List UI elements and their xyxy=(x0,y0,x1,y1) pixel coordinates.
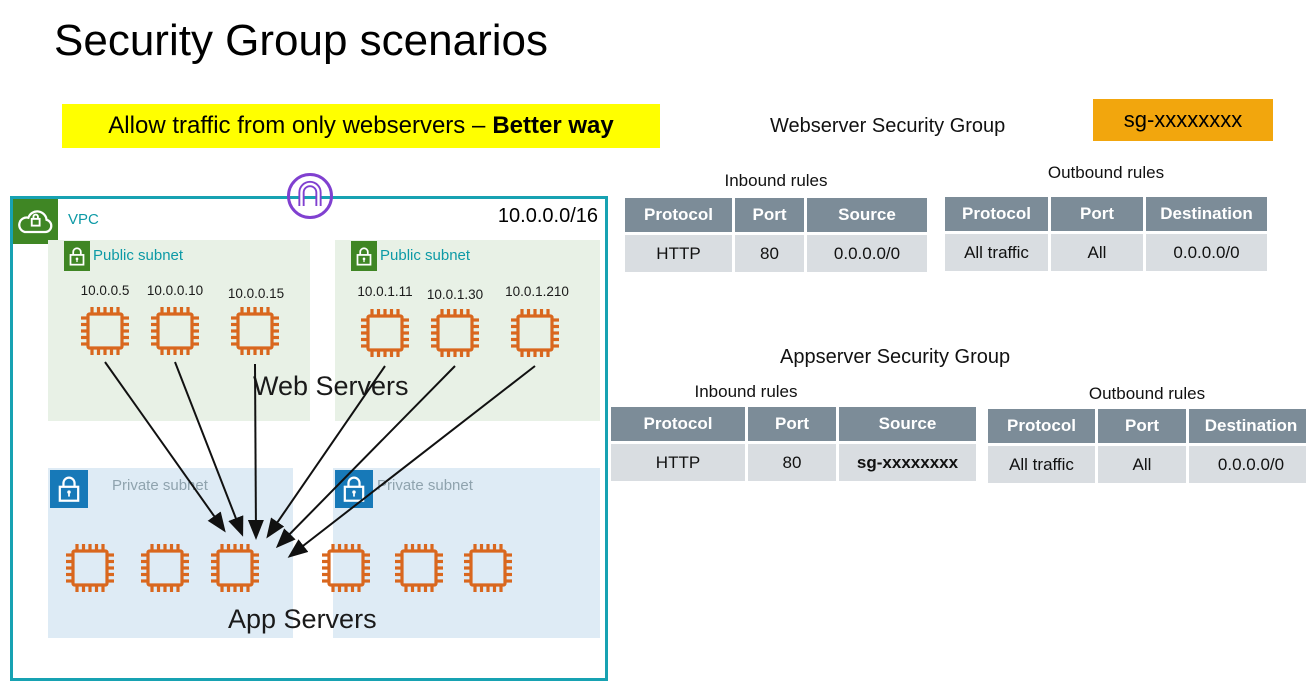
public-subnet-lock-icon xyxy=(64,241,90,271)
private-subnet-lock-icon xyxy=(50,470,88,508)
cell-port: 80 xyxy=(748,444,836,481)
public-subnet-lock-icon xyxy=(351,241,377,271)
private-subnet-2-label: Private subnet xyxy=(377,477,473,494)
appserver-inbound-label: Inbound rules xyxy=(694,382,798,401)
vpc-label: VPC xyxy=(68,211,99,228)
public-subnet-2-label: Public subnet xyxy=(380,247,471,264)
cell-protocol: All traffic xyxy=(945,234,1048,271)
cell-destination: 0.0.0.0/0 xyxy=(1146,234,1267,271)
cell-port: All xyxy=(1098,446,1186,483)
public-subnet-1-label: Public subnet xyxy=(93,247,184,264)
banner-bold-text: Better way xyxy=(492,112,614,139)
table-row: HTTP 80 0.0.0.0/0 xyxy=(625,235,927,272)
cell-port: All xyxy=(1051,234,1143,271)
private-subnet-1-label: Private subnet xyxy=(112,477,208,494)
vpc-cidr: 10.0.0.0/16 xyxy=(497,205,598,227)
highlight-banner: Allow traffic from only webservers – Bet… xyxy=(62,104,660,148)
column-header: Source xyxy=(839,407,976,441)
cell-source: sg-xxxxxxxx xyxy=(839,444,976,481)
cell-protocol: HTTP xyxy=(611,444,745,481)
column-header: Protocol xyxy=(988,409,1095,443)
column-header: Port xyxy=(748,407,836,441)
page-title: Security Group scenarios xyxy=(54,16,548,65)
private-subnet-lock-icon xyxy=(335,470,373,508)
column-header: Port xyxy=(1051,197,1143,231)
instance-ip: 10.0.0.15 xyxy=(227,286,285,301)
appserver-outbound-label: Outbound rules xyxy=(1088,384,1206,403)
banner-text: Allow traffic from only webservers – xyxy=(108,112,486,139)
cell-protocol: HTTP xyxy=(625,235,732,272)
vpc-icon xyxy=(13,199,58,244)
instance-ip: 10.0.1.210 xyxy=(505,284,569,299)
webserver-outbound-label: Outbound rules xyxy=(1047,163,1165,182)
instance-ip: 10.0.1.30 xyxy=(426,287,484,302)
column-header: Destination xyxy=(1146,197,1267,231)
web-servers-label: Web Servers xyxy=(253,371,409,401)
security-group-icon xyxy=(284,170,336,227)
appserver-inbound-table: Protocol Port Source HTTP 80 sg-xxxxxxxx xyxy=(611,407,976,484)
webserver-sg-id-badge: sg-xxxxxxxx xyxy=(1093,99,1273,141)
column-header: Destination xyxy=(1189,409,1306,443)
cell-destination: 0.0.0.0/0 xyxy=(1189,446,1306,483)
instance-ip: 10.0.0.10 xyxy=(146,283,204,298)
webserver-sg-title: Webserver Security Group xyxy=(770,115,1006,137)
instance-ip: 10.0.1.11 xyxy=(357,284,413,299)
cell-protocol: All traffic xyxy=(988,446,1095,483)
table-row: All traffic All 0.0.0.0/0 xyxy=(988,446,1306,483)
instance-ip: 10.0.0.5 xyxy=(80,283,130,298)
cell-source: 0.0.0.0/0 xyxy=(807,235,927,272)
webserver-inbound-label: Inbound rules xyxy=(724,171,828,190)
table-row: All traffic All 0.0.0.0/0 xyxy=(945,234,1267,271)
column-header: Port xyxy=(735,198,804,232)
app-servers-label: App Servers xyxy=(228,604,377,634)
table-row: HTTP 80 sg-xxxxxxxx xyxy=(611,444,976,481)
cell-port: 80 xyxy=(735,235,804,272)
appserver-outbound-table: Protocol Port Destination All traffic Al… xyxy=(988,409,1306,486)
webserver-inbound-table: Protocol Port Source HTTP 80 0.0.0.0/0 xyxy=(625,198,927,275)
webserver-outbound-table: Protocol Port Destination All traffic Al… xyxy=(945,197,1267,274)
column-header: Source xyxy=(807,198,927,232)
column-header: Protocol xyxy=(611,407,745,441)
column-header: Protocol xyxy=(945,197,1048,231)
column-header: Port xyxy=(1098,409,1186,443)
column-header: Protocol xyxy=(625,198,732,232)
appserver-sg-title: Appserver Security Group xyxy=(780,346,1011,368)
